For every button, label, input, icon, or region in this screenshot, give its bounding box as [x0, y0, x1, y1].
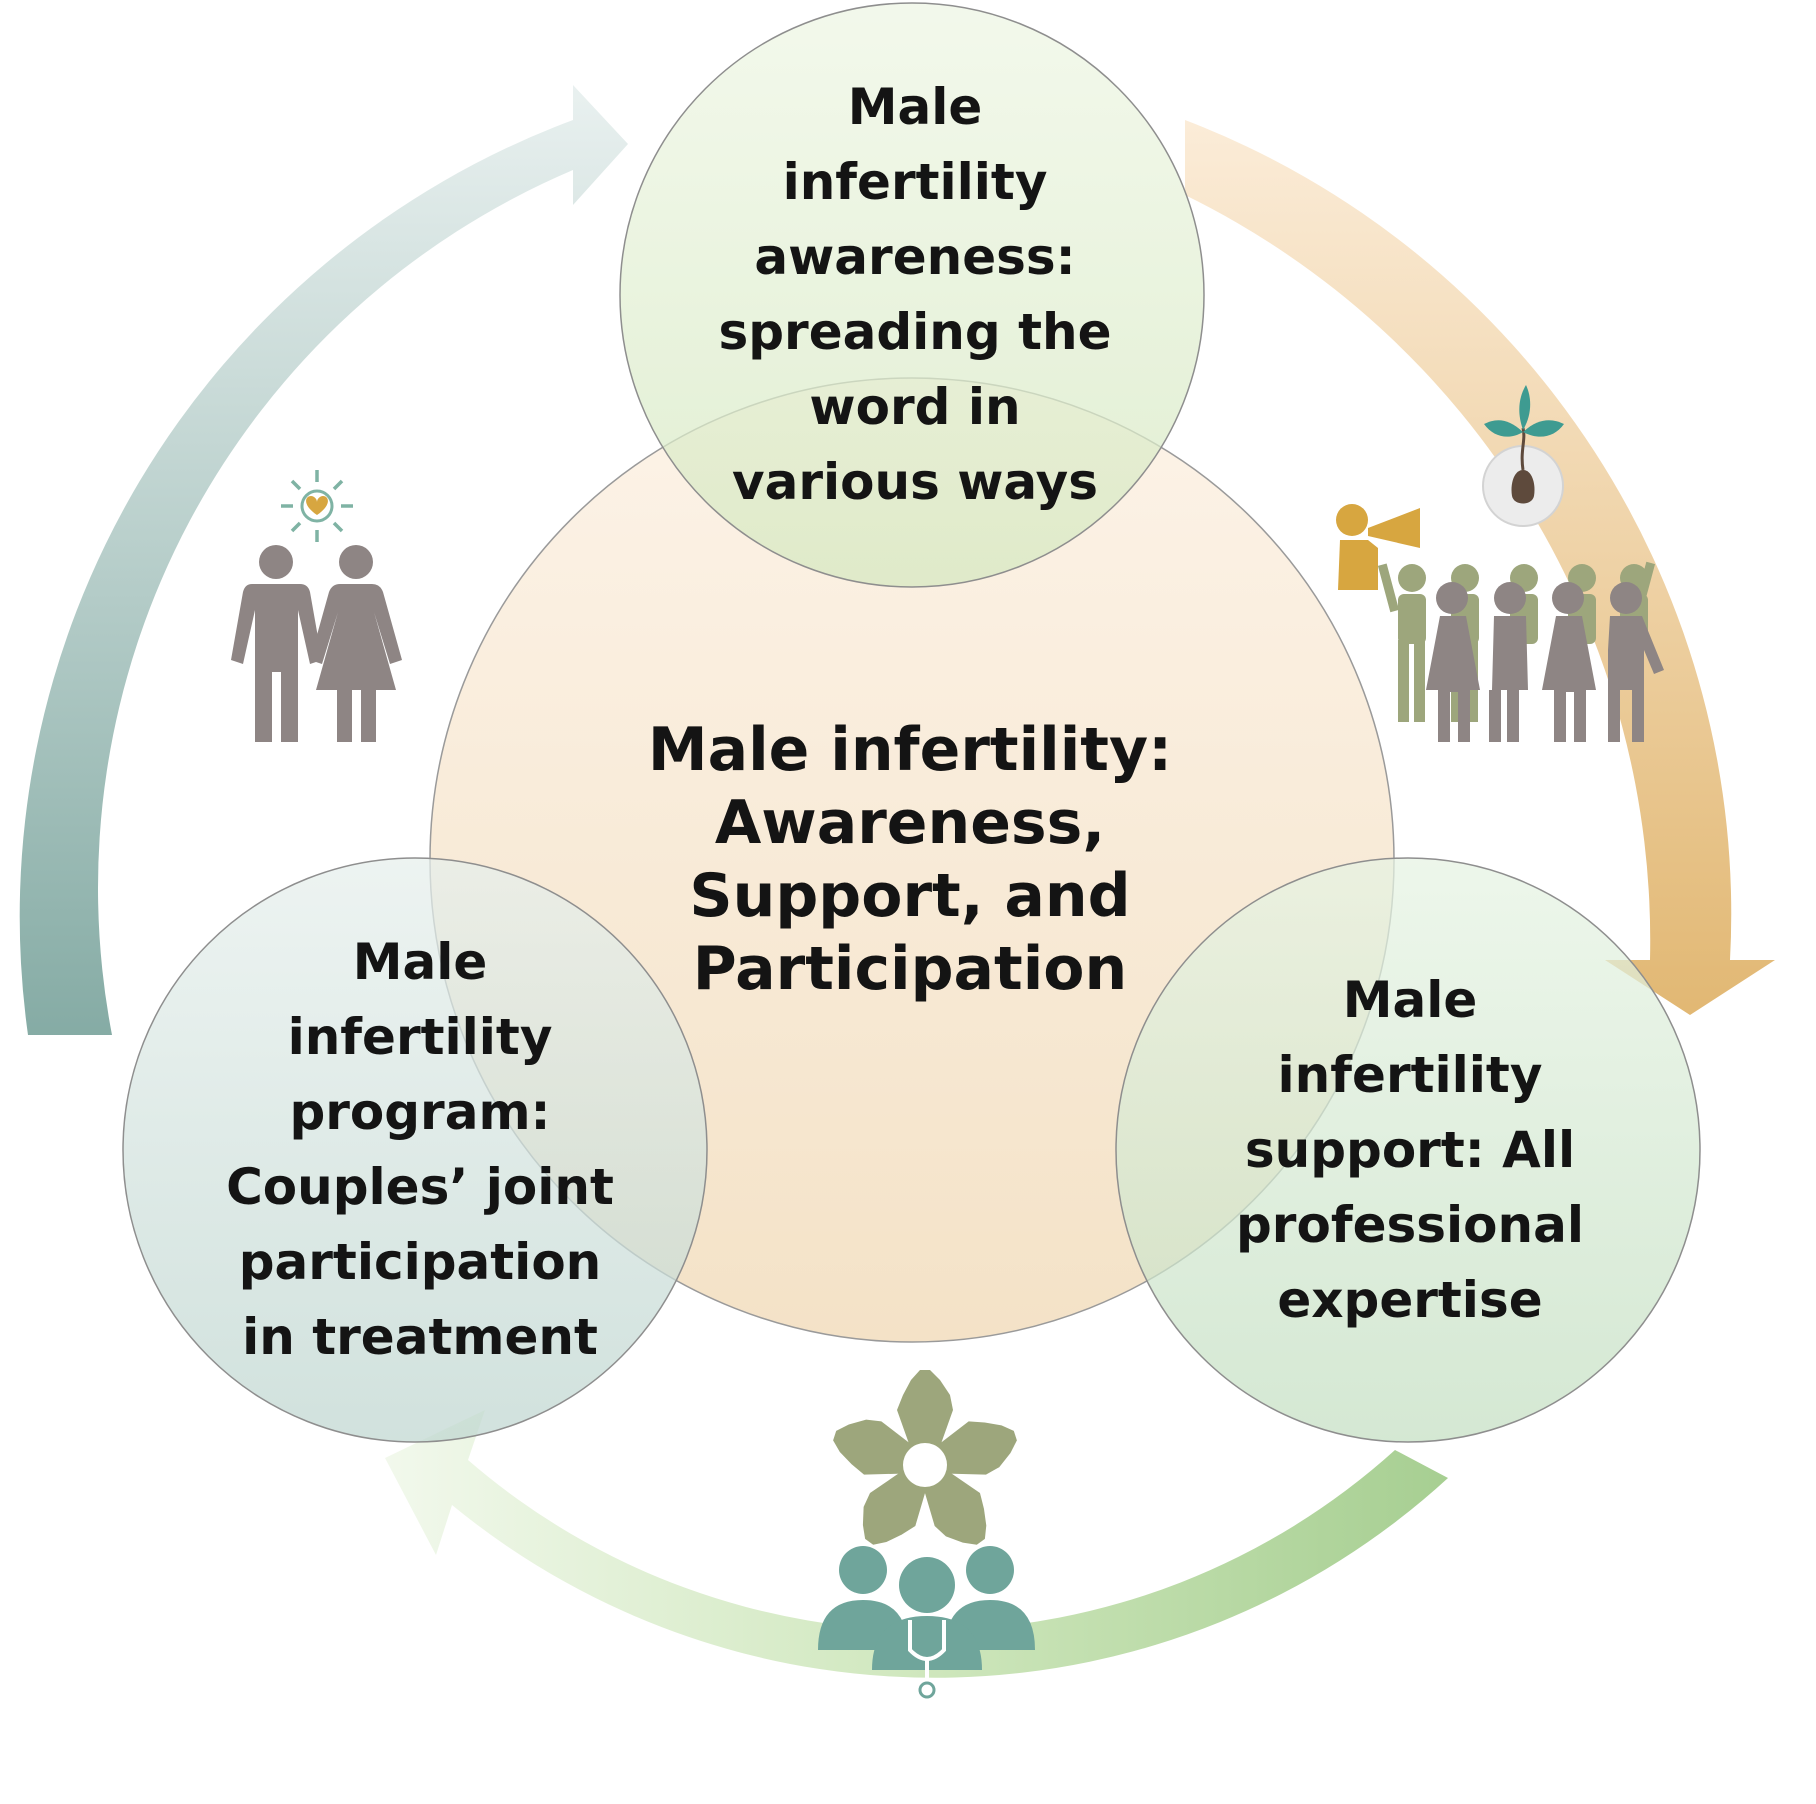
awareness-circle — [619, 2, 1205, 588]
program-label: Male infertility program: Couples’ joint… — [226, 933, 614, 1366]
crowd-icon — [1377, 561, 1664, 742]
arrow-right-icon — [1185, 120, 1775, 1015]
community-megaphone-sprout-icon — [1336, 385, 1664, 742]
sprout-icon — [1482, 385, 1564, 527]
stethoscope-icon — [908, 1620, 946, 1685]
center-label: Male infertility: Awareness, Support, an… — [647, 714, 1173, 1005]
hands-and-medical-team-icon — [818, 1370, 1035, 1699]
sun-heart-icon — [281, 470, 353, 542]
support-circle — [1115, 857, 1701, 1443]
arrow-bottom-icon — [385, 1410, 1448, 1678]
megaphone-person-icon — [1336, 504, 1420, 590]
couple-with-heart-icon — [231, 470, 402, 742]
support-label: Male infertility support: All profession… — [1236, 970, 1584, 1329]
hands-circle-icon — [833, 1370, 1017, 1545]
program-circle — [122, 857, 708, 1443]
cycle-arrows — [19, 85, 1775, 1678]
awareness-label: Male infertility awareness: spreading th… — [718, 78, 1112, 511]
arrow-left-icon — [19, 85, 628, 1035]
medical-team-icon — [818, 1546, 1035, 1670]
circles — [122, 2, 1701, 1443]
